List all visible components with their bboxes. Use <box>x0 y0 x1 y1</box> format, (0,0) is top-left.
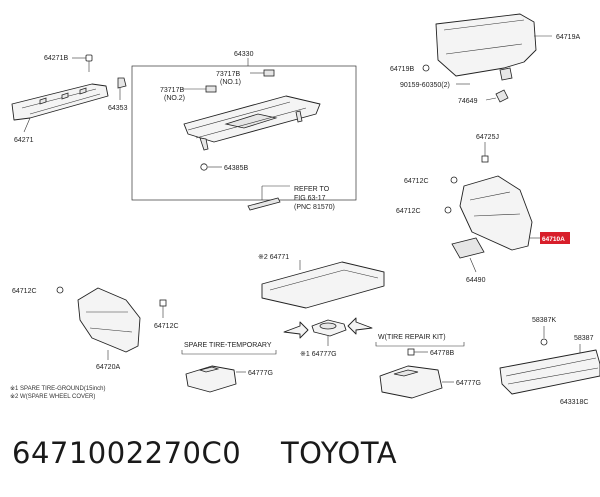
label-74649: 74649 <box>458 98 478 105</box>
arrow-left <box>283 321 309 339</box>
label-64777g-b: 64777G <box>456 380 481 387</box>
part-64490 <box>451 237 485 259</box>
part-164777g-block <box>311 319 347 337</box>
screw-64712c-c <box>56 286 64 294</box>
part-64720a-side-trim <box>77 287 141 353</box>
brand-name: TOYOTA <box>280 436 398 470</box>
label-refer-to: REFER TO <box>294 186 330 193</box>
label-64719b: 64719B <box>390 66 414 73</box>
label-64719a: 64719A <box>556 34 580 41</box>
label-64490: 64490 <box>466 277 486 284</box>
label-spare-tire-temporary: SPARE TIRE-TEMPORARY <box>184 342 272 349</box>
label-64777g-a: 64777G <box>248 370 273 377</box>
clip-73717b-no2 <box>205 85 217 93</box>
label-no2: (NO.2) <box>164 95 185 102</box>
label-refer-pnc: (PNC 81570) <box>294 204 335 211</box>
clip-64353 <box>117 77 127 89</box>
part-64330-package-tray <box>183 95 321 151</box>
bracket-refer <box>247 197 281 211</box>
screw-64712c-b <box>444 206 452 214</box>
label-64720a: 64720A <box>96 364 120 371</box>
label-58387: 58387 <box>574 335 594 342</box>
clip-74649 <box>495 89 509 103</box>
part-64771-floor-mat <box>261 261 385 309</box>
parts-diagram: 64271B 64271 64353 64330 73717B (NO.1) 7… <box>10 13 600 406</box>
note-2: ※2 W(SPARE WHEEL COVER) <box>10 393 95 400</box>
label-58387k: 58387K <box>532 317 556 324</box>
note-1: ※1 SPARE TIRE-GROUND(15inch) <box>10 385 106 392</box>
part-64719a-cover <box>435 13 537 81</box>
label-73717b-no1: 73717B <box>216 71 240 78</box>
label-no1: (NO.1) <box>220 79 241 86</box>
label-64330: 64330 <box>234 51 254 58</box>
label-643318c: 643318C <box>560 399 588 406</box>
frame-64330 <box>131 65 357 201</box>
label-64712c-d: 64712C <box>154 323 179 330</box>
part-64710a-side-trim <box>459 175 533 251</box>
label-64353: 64353 <box>108 105 128 112</box>
screw-64712c-d <box>159 299 167 307</box>
clip-73717b-no1 <box>263 69 275 77</box>
screw-64385b <box>200 163 208 171</box>
label-64712c-a: 64712C <box>404 178 429 185</box>
label-73717b-no2: 73717B <box>160 87 184 94</box>
label-164777g: ※1 64777G <box>300 351 337 358</box>
part-64777g-b <box>379 365 443 399</box>
screw-64719b <box>422 64 430 72</box>
label-64771: ※2 64771 <box>258 254 289 261</box>
screw-64712c-a <box>450 176 458 184</box>
label-refer-fig: FIG 63-17 <box>294 195 326 202</box>
highlight-64710a <box>540 232 570 244</box>
label-64778b: 64778B <box>430 350 454 357</box>
part-64777g-a <box>185 365 237 393</box>
label-64725j: 64725J <box>476 134 499 141</box>
label-64271b: 64271B <box>44 55 68 62</box>
screw-64725j <box>481 155 489 163</box>
screw-64778b <box>407 348 415 356</box>
screw-64271b <box>85 54 93 72</box>
screw-58387k <box>540 338 548 346</box>
label-64712c-c: 64712C <box>12 288 37 295</box>
label-64710a: 64710A <box>542 236 565 243</box>
label-tire-repair-kit: W(TIRE REPAIR KIT) <box>378 334 446 341</box>
label-90159: 90159-60350(2) <box>400 82 450 89</box>
label-64271: 64271 <box>14 137 34 144</box>
arrow-right <box>347 317 373 335</box>
label-64385b: 64385B <box>224 165 248 172</box>
part-number: 6471002270C0 <box>12 436 242 470</box>
caption-bar: 6471002270C0 TOYOTA <box>12 436 592 476</box>
label-64712c-b: 64712C <box>396 208 421 215</box>
part-58387-scuff-plate <box>499 349 600 395</box>
part-64271-rail <box>11 83 109 121</box>
